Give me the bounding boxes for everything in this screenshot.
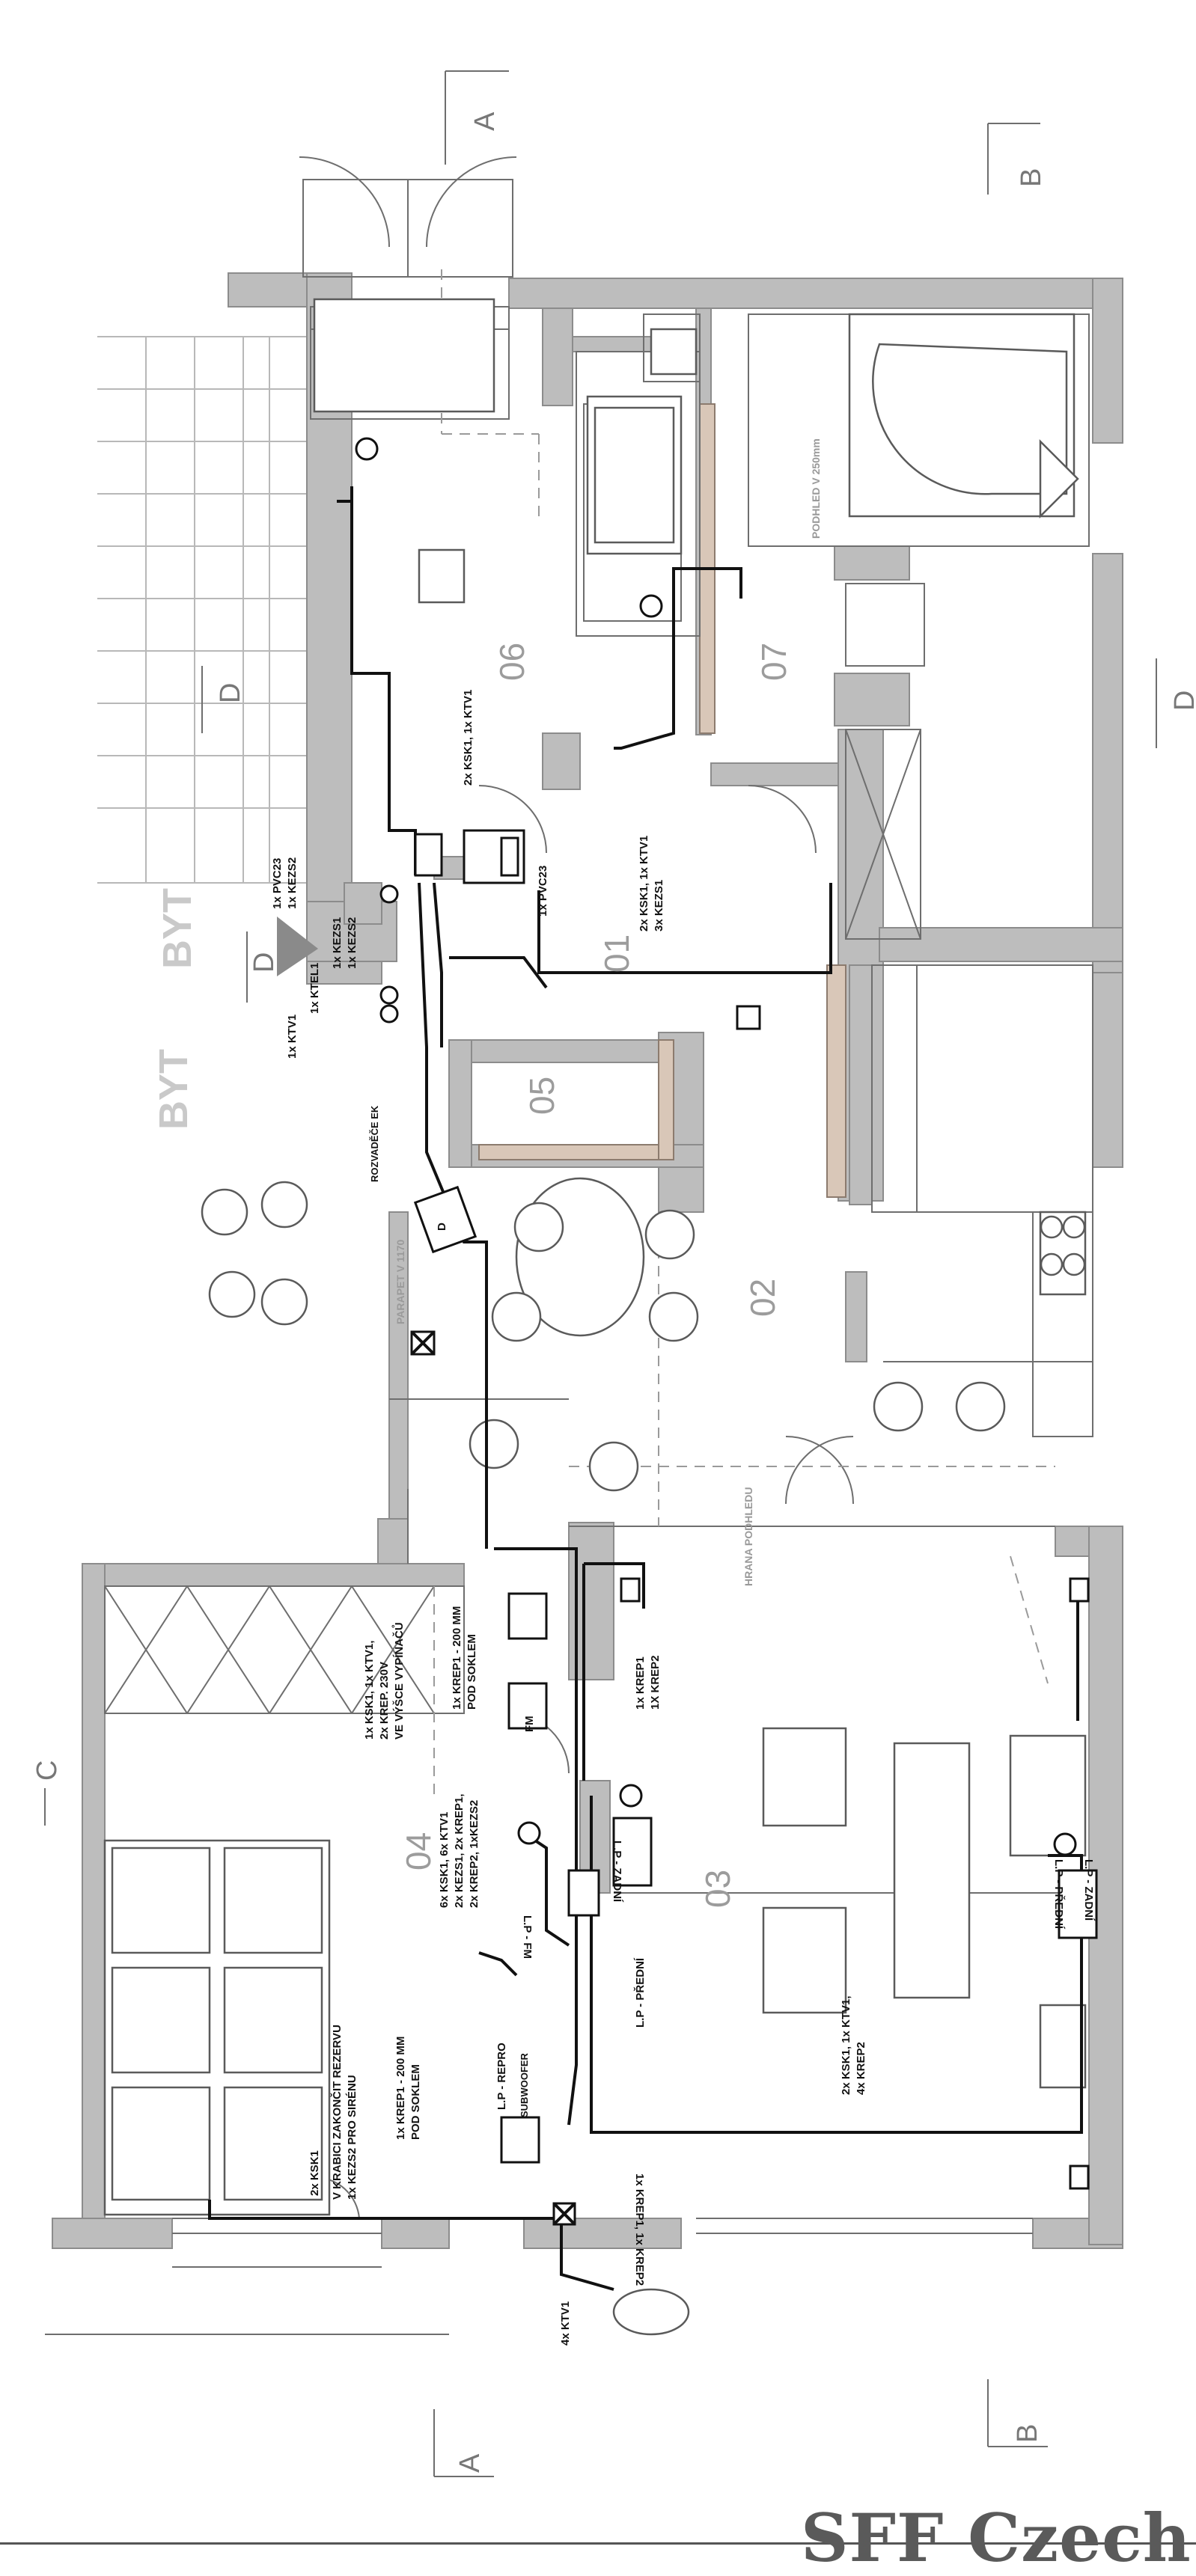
label-pvc23-b: 1x PVC23	[537, 866, 549, 917]
room-number-01: 01	[597, 934, 636, 973]
label-ceiling-hall: PODHLED V 250mm	[810, 438, 822, 539]
label-r04-mid-1: 6x KSK1, 6x KTV1	[438, 1812, 451, 1908]
annotations: ROZVADĚČE EK PODHLED V 250mm HRANA PODHL…	[271, 438, 1095, 2346]
label-krep-pair-2: 1X KREP2	[649, 1655, 662, 1710]
label-kezs2-a: 1x KEZS2	[286, 857, 299, 909]
label-krep-bottom: 1x KREP1, 1x KREP2	[633, 2173, 646, 2286]
label-lp-repro: L.P - REPRO	[495, 2043, 508, 2110]
room-number-07: 07	[754, 643, 793, 681]
label-lp-predni-2: L.P - PŘEDNÍ	[1052, 1859, 1066, 1930]
neighbour-label-2: BYT	[151, 1049, 196, 1130]
label-ktv1-bottom: 4x KTV1	[559, 2301, 572, 2346]
neighbour-label-1: BYT	[155, 888, 200, 969]
label-r03-cables-1: 2x KSK1, 1x KTV1,	[840, 1995, 852, 2095]
label-reserve-2: 1x KEZS2 PRO SIRÉNU	[346, 2075, 359, 2200]
symbols	[355, 437, 1098, 2226]
label-krep1-top-1: 1x KREP1 - 200 MM	[451, 1606, 463, 1710]
label-ceiling-edge: HRANA PODHLEDU	[742, 1487, 754, 1586]
label-ktel1: 1x KTEL1	[308, 963, 321, 1014]
bottom-rule	[0, 2542, 1196, 2545]
label-kezs2-b: 1x KEZS2	[346, 917, 359, 969]
label-subwoofer: SUBWOOFER	[519, 2052, 530, 2117]
label-r04-top-1: 1x KSK1, 1x KTV1,	[363, 1640, 376, 1740]
label-r01-cables-1: 2x KSK1, 1x KTV1	[638, 836, 650, 931]
label-pvc23-a: 1x PVC23	[271, 858, 284, 909]
section-label-b-top: B	[1016, 168, 1047, 187]
label-fm: FM	[523, 1716, 536, 1732]
label-r04-top-3: VE VÝŠCE VYPÍNAČŮ	[391, 1622, 406, 1740]
label-r04-top-2: 2x KREP. 230V	[378, 1662, 391, 1740]
label-parapet: PARAPET V 1170	[394, 1239, 406, 1324]
label-r01-cables-2: 3x KEZS1	[653, 880, 665, 931]
label-ktv1-top: 1x KTV1	[286, 1015, 299, 1059]
cable-runs	[208, 486, 1083, 2291]
label-krep-pair-1: 1x KREP1	[634, 1656, 647, 1710]
watermark: SFF Czech	[801, 2499, 1192, 2576]
label-kezs1: 1x KEZS1	[331, 917, 344, 969]
section-markers	[44, 70, 1157, 2477]
label-lp-zadni-2: L.P - ZADNÍ	[1082, 1859, 1095, 1921]
entrance-arrow-icon	[277, 917, 318, 976]
room-number-06: 06	[492, 643, 531, 681]
label-krep1-top-2: POD SOKLEM	[466, 1634, 478, 1710]
section-label-d-lower: D	[248, 952, 280, 973]
section-label-d-upper: D	[215, 683, 246, 703]
section-label-b-bottom: B	[1012, 2424, 1043, 2443]
section-label-d-right: D	[1169, 691, 1196, 711]
label-r04-mid-2: 2x KEZS1, 2x KREP1,	[453, 1793, 466, 1908]
label-reserve-1: V KRABICI ZAKONČIT REZERVU	[330, 2025, 344, 2200]
room-number-03: 03	[698, 1870, 737, 1908]
label-lp-fm: L.P - FM	[521, 1915, 534, 1959]
label-r06-cables: 2x KSK1, 1x KTV1	[462, 690, 475, 786]
label-lp-zadni-1: L.P - ZADNÍ	[611, 1841, 623, 1903]
label-lp-predni-1: L.P - PŘEDNÍ	[633, 1957, 647, 2028]
label-ksk1-bottom: 2x KSK1	[308, 2150, 321, 2196]
section-label-a-bottom: A	[454, 2453, 486, 2473]
furniture	[103, 298, 1087, 2336]
room-number-02: 02	[743, 1279, 782, 1317]
room-number-05: 05	[522, 1077, 561, 1115]
thin-lines	[45, 156, 1093, 2335]
label-d-box: D	[436, 1223, 448, 1231]
section-label-a-top: A	[469, 111, 501, 131]
label-r04-mid-3: 2x KREP2, 1xKEZS2	[468, 1800, 480, 1908]
section-label-c: C	[31, 1760, 63, 1781]
label-krep1-bottom-2: POD SOKLEM	[409, 2064, 422, 2140]
neighbour-staircase	[97, 336, 307, 884]
label-r03-cables-2: 4x KREP2	[855, 2042, 867, 2095]
room-number-04: 04	[399, 1832, 438, 1870]
label-krep1-bottom-1: 1x KREP1 - 200 MM	[394, 2037, 407, 2140]
label-distribution-board: ROZVADĚČE EK	[369, 1105, 380, 1182]
